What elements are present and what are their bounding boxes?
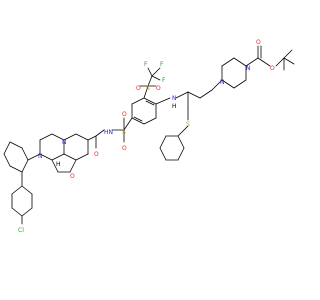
atom-hn: HN xyxy=(104,129,113,136)
atom-o: O xyxy=(122,145,127,152)
atom-s: S xyxy=(186,121,190,128)
atom-h: H xyxy=(56,161,61,168)
atom-n: N xyxy=(220,79,225,86)
atom-s: S xyxy=(122,129,126,136)
atom-n: N xyxy=(246,65,251,72)
atom-f: F xyxy=(162,77,166,84)
atom-o: O xyxy=(94,151,99,158)
atom-o: O xyxy=(70,173,75,180)
atom-o: O xyxy=(122,111,127,118)
atom-n: N xyxy=(172,95,177,102)
bonds xyxy=(3,45,295,225)
atom-n: N xyxy=(38,153,43,160)
atom-cl: Cl xyxy=(18,227,24,234)
atom-labels: F F F S O O N H N N O O S O O HN S O N N… xyxy=(18,39,275,234)
atom-f: F xyxy=(160,61,164,68)
atom-s: S xyxy=(146,85,150,92)
atom-o: O xyxy=(256,39,261,46)
atom-h: H xyxy=(172,103,177,110)
atom-n: N xyxy=(62,139,67,146)
atom-o: O xyxy=(136,85,141,92)
atom-o: O xyxy=(156,85,161,92)
atom-f: F xyxy=(144,61,148,68)
molecule-diagram: F F F S O O N H N N O O S O O HN S O N N… xyxy=(3,39,295,234)
atom-o: O xyxy=(270,65,275,72)
structure-canvas: F F F S O O N H N N O O S O O HN S O N N… xyxy=(3,39,295,234)
